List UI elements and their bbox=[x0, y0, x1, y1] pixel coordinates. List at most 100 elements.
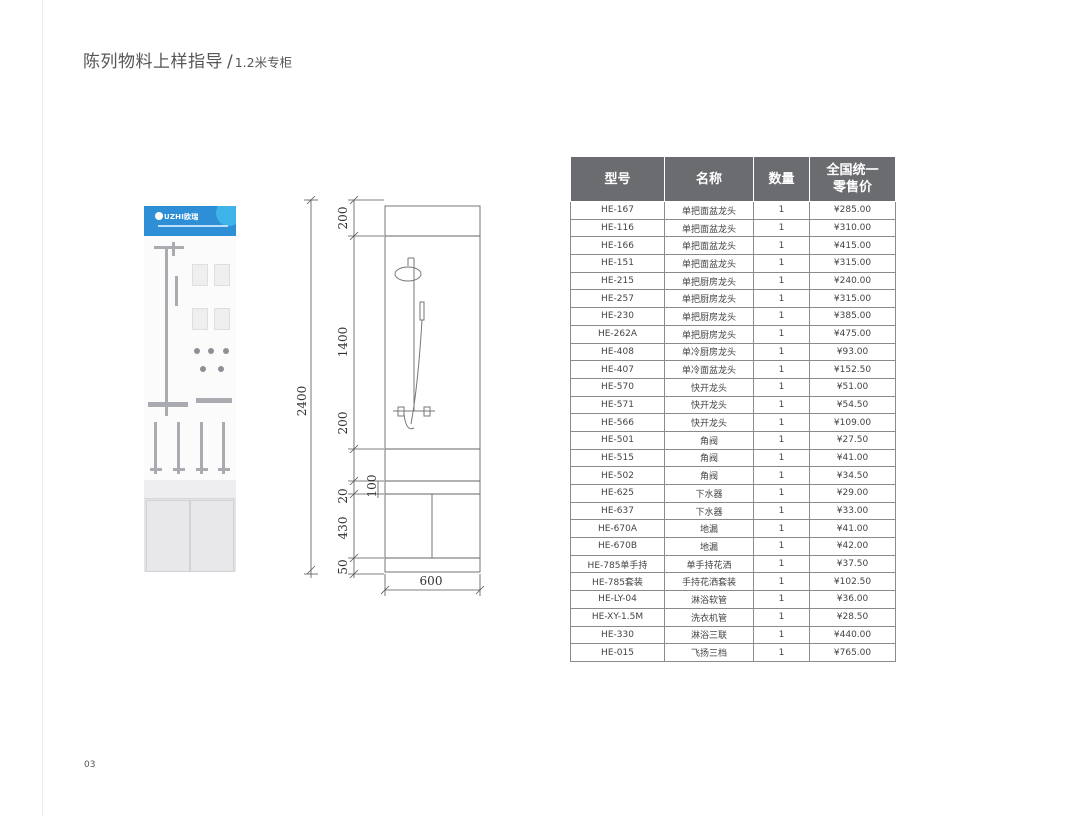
cell-quantity: 1 bbox=[753, 254, 810, 273]
cell-price: ¥51.00 bbox=[809, 377, 896, 397]
cell-name: 单把厨房龙头 bbox=[664, 289, 754, 309]
basin-faucet-icon bbox=[177, 422, 180, 474]
cell-quantity: 1 bbox=[753, 236, 810, 256]
cell-name: 单把厨房龙头 bbox=[664, 324, 754, 344]
dimension-width bbox=[380, 574, 485, 596]
cell-name: 单把厨房龙头 bbox=[664, 307, 754, 326]
cell-model: HE-230 bbox=[570, 307, 665, 326]
cell-quantity: 1 bbox=[753, 201, 810, 220]
cell-name: 单手持花洒 bbox=[664, 554, 754, 574]
cell-quantity: 1 bbox=[753, 554, 810, 574]
cell-name: 下水器 bbox=[664, 501, 754, 521]
cell-name: 角阀 bbox=[664, 466, 754, 485]
product-card bbox=[214, 264, 230, 286]
cell-price: ¥41.00 bbox=[809, 519, 896, 539]
cell-model: HE-785套装 bbox=[570, 572, 665, 592]
header-quantity: 数量 bbox=[753, 156, 810, 202]
cell-name: 单冷面盆龙头 bbox=[664, 360, 754, 379]
cell-quantity: 1 bbox=[753, 466, 810, 485]
angle-valve-icon bbox=[208, 348, 214, 354]
cell-model: HE-257 bbox=[570, 289, 665, 309]
cell-model: HE-502 bbox=[570, 466, 665, 485]
cell-price: ¥109.00 bbox=[809, 413, 896, 432]
cabinet-door-right bbox=[190, 500, 234, 572]
base-cabinet bbox=[144, 480, 236, 572]
dim-100-label: 100 bbox=[365, 475, 379, 498]
cell-quantity: 1 bbox=[753, 607, 810, 627]
elevation-drawing: 2400 200 1400 200 100 20 430 50 600 bbox=[295, 196, 485, 596]
cell-quantity: 1 bbox=[753, 572, 810, 592]
cell-quantity: 1 bbox=[753, 360, 810, 379]
dim-50-label: 50 bbox=[336, 559, 350, 574]
quick-open-faucet-icon bbox=[218, 366, 224, 372]
cell-quantity: 1 bbox=[753, 377, 810, 397]
shower-riser-pipe bbox=[165, 246, 168, 416]
product-card bbox=[192, 264, 208, 286]
cell-name: 地漏 bbox=[664, 537, 754, 556]
cell-name: 快开龙头 bbox=[664, 413, 754, 432]
cell-price: ¥385.00 bbox=[809, 307, 896, 326]
cell-quantity: 1 bbox=[753, 307, 810, 326]
brand-logo-icon bbox=[155, 212, 163, 220]
faucet-spout bbox=[196, 468, 208, 471]
cell-quantity: 1 bbox=[753, 501, 810, 521]
cell-name: 快开龙头 bbox=[664, 377, 754, 397]
dim-lower-label: 200 bbox=[336, 412, 350, 435]
cell-model: HE-570 bbox=[570, 377, 665, 397]
cell-name: 单把面盆龙头 bbox=[664, 201, 754, 220]
cell-model: HE-167 bbox=[570, 201, 665, 220]
dim-top-label: 200 bbox=[336, 207, 350, 230]
cell-name: 角阀 bbox=[664, 430, 754, 450]
cell-model: HE-408 bbox=[570, 342, 665, 362]
table-header-row: 型号 名称 数量 全国统一零售价 bbox=[570, 156, 896, 202]
cell-price: ¥415.00 bbox=[809, 236, 896, 256]
cell-model: HE-116 bbox=[570, 218, 665, 238]
dim-20-label: 20 bbox=[336, 488, 350, 503]
cell-model: HE-571 bbox=[570, 395, 665, 415]
cell-price: ¥285.00 bbox=[809, 201, 896, 220]
cell-price: ¥41.00 bbox=[809, 448, 896, 468]
cell-price: ¥765.00 bbox=[809, 643, 896, 662]
page-frame bbox=[42, 0, 1088, 815]
cell-price: ¥240.00 bbox=[809, 271, 896, 291]
dimension-segments bbox=[348, 196, 384, 579]
basin-faucet-icon bbox=[154, 422, 157, 474]
brand-header-banner: UZHI欧瑞 bbox=[144, 206, 236, 236]
cell-model: HE-151 bbox=[570, 254, 665, 273]
cell-model: HE-670A bbox=[570, 519, 665, 539]
cell-name: 快开龙头 bbox=[664, 395, 754, 415]
hand-shower-icon bbox=[175, 276, 178, 306]
cabinet-door-left bbox=[146, 500, 190, 572]
cell-quantity: 1 bbox=[753, 289, 810, 309]
cell-quantity: 1 bbox=[753, 448, 810, 468]
cell-name: 单把面盆龙头 bbox=[664, 254, 754, 273]
cell-price: ¥28.50 bbox=[809, 607, 896, 627]
cell-model: HE-785单手持 bbox=[570, 554, 665, 574]
product-card bbox=[192, 308, 208, 330]
cell-price: ¥315.00 bbox=[809, 254, 896, 273]
cell-name: 单把面盆龙头 bbox=[664, 218, 754, 238]
faucet-spout bbox=[218, 468, 230, 471]
cell-quantity: 1 bbox=[753, 413, 810, 432]
cell-price: ¥54.50 bbox=[809, 395, 896, 415]
cell-model: HE-625 bbox=[570, 484, 665, 503]
dim-total-label: 2400 bbox=[295, 386, 309, 417]
cell-model: HE-015 bbox=[570, 643, 665, 662]
cabinet-countertop bbox=[144, 480, 236, 499]
cell-price: ¥42.00 bbox=[809, 537, 896, 556]
display-cabinet-photo: UZHI欧瑞 bbox=[144, 206, 236, 572]
